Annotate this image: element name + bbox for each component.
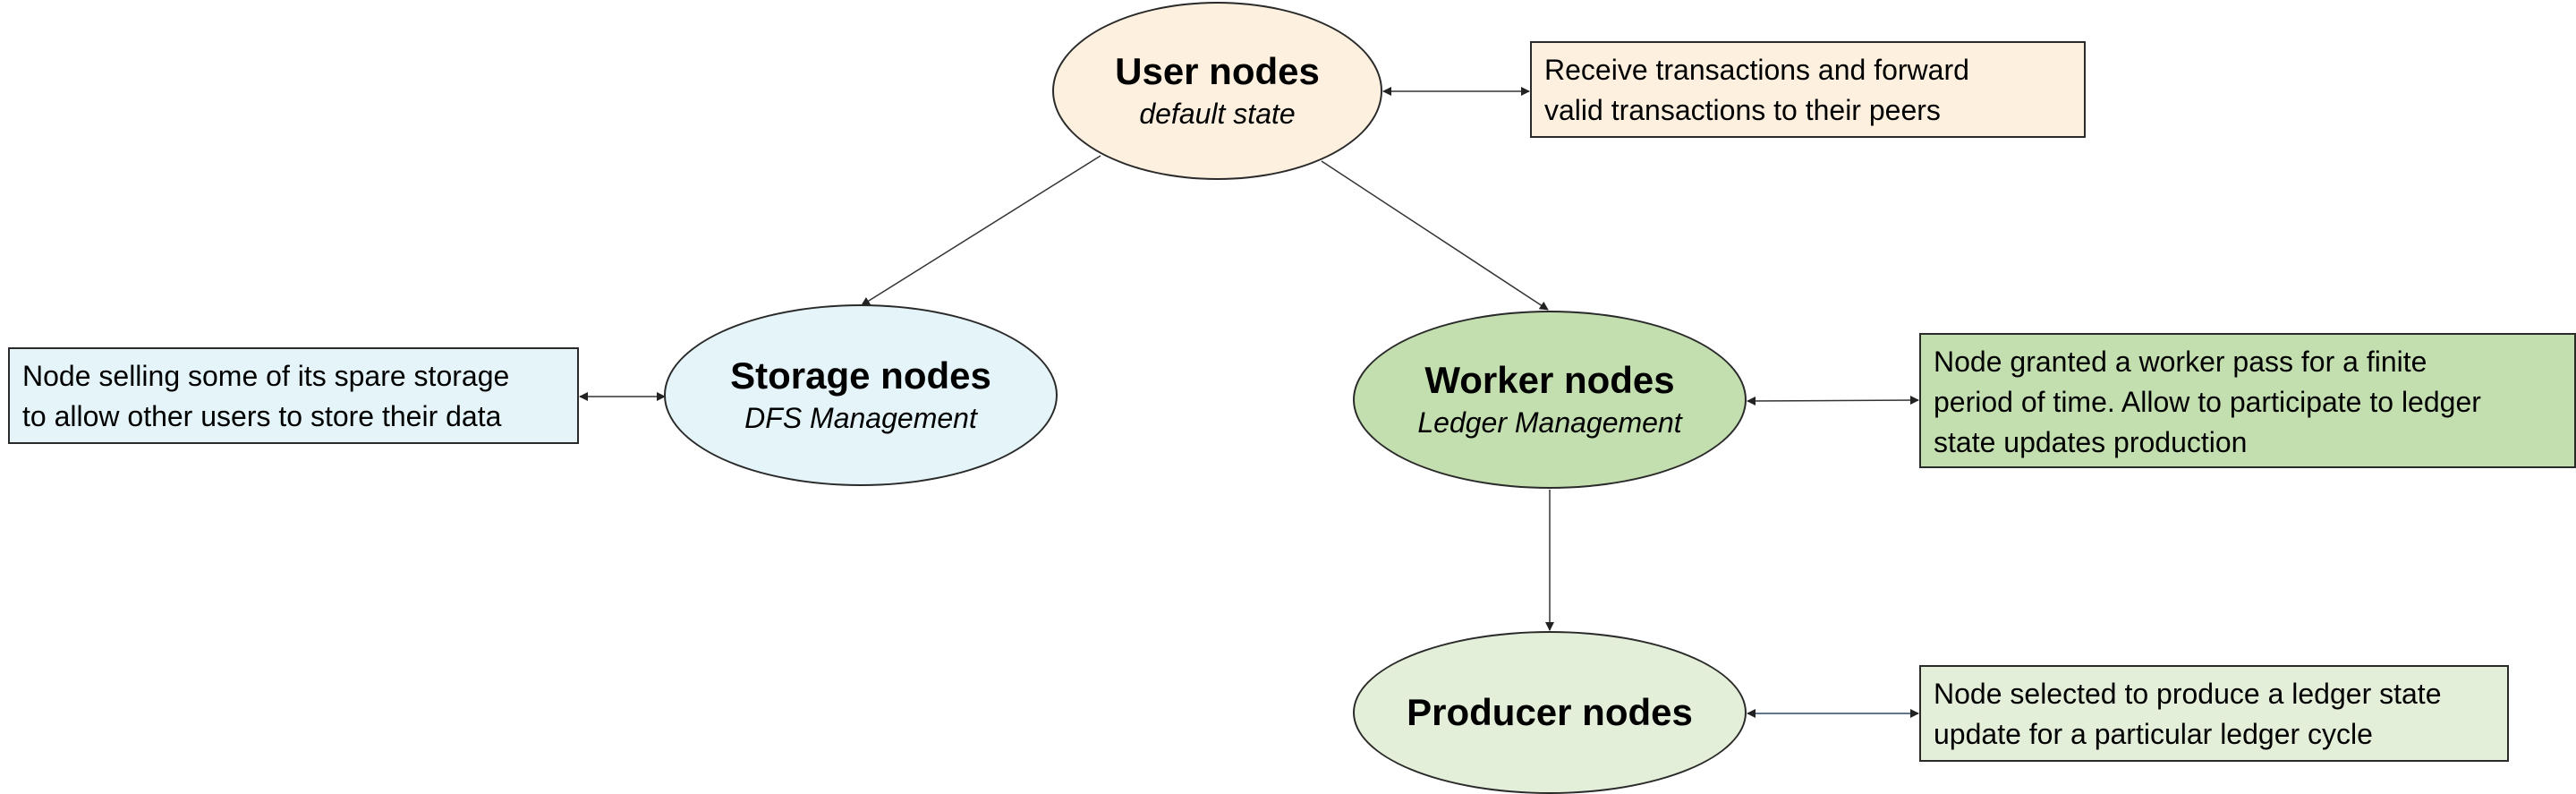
description-line: Node selling some of its spare storage [22,360,510,392]
storage-nodes-description: Node selling some of its spare storage t… [8,347,579,444]
user-nodes-description: Receive transactions and forward valid t… [1530,41,2086,138]
description-line: Node selected to produce a ledger state [1934,678,2442,710]
description-line: Node granted a worker pass for a finite [1934,346,2427,378]
worker-nodes-subtitle: Ledger Management [1417,406,1682,440]
edge-worker-to-description [1747,396,1919,406]
description-line: period of time. Allow to participate to … [1934,386,2481,418]
description-line: valid transactions to their peers [1544,94,1941,126]
description-line: to allow other users to store their data [22,400,502,432]
storage-nodes-title: Storage nodes [730,354,991,397]
user-nodes-ellipse: User nodes default state [1052,2,1382,180]
description-line: state updates production [1934,426,2248,458]
edge-user-to-storage [861,155,1101,306]
producer-nodes-ellipse: Producer nodes [1353,631,1747,794]
description-line: Receive transactions and forward [1544,54,1969,86]
producer-nodes-description: Node selected to produce a ledger state … [1919,665,2509,762]
user-nodes-subtitle: default state [1139,98,1296,131]
storage-nodes-ellipse: Storage nodes DFS Management [664,304,1058,486]
worker-nodes-ellipse: Worker nodes Ledger Management [1353,311,1747,489]
user-nodes-title: User nodes [1115,50,1320,93]
worker-nodes-title: Worker nodes [1424,359,1675,402]
edge-user-to-worker [1321,160,1549,311]
producer-nodes-title: Producer nodes [1407,690,1693,733]
worker-nodes-description: Node granted a worker pass for a finite … [1919,333,2576,468]
description-line: update for a particular ledger cycle [1934,718,2373,750]
storage-nodes-subtitle: DFS Management [744,402,977,435]
